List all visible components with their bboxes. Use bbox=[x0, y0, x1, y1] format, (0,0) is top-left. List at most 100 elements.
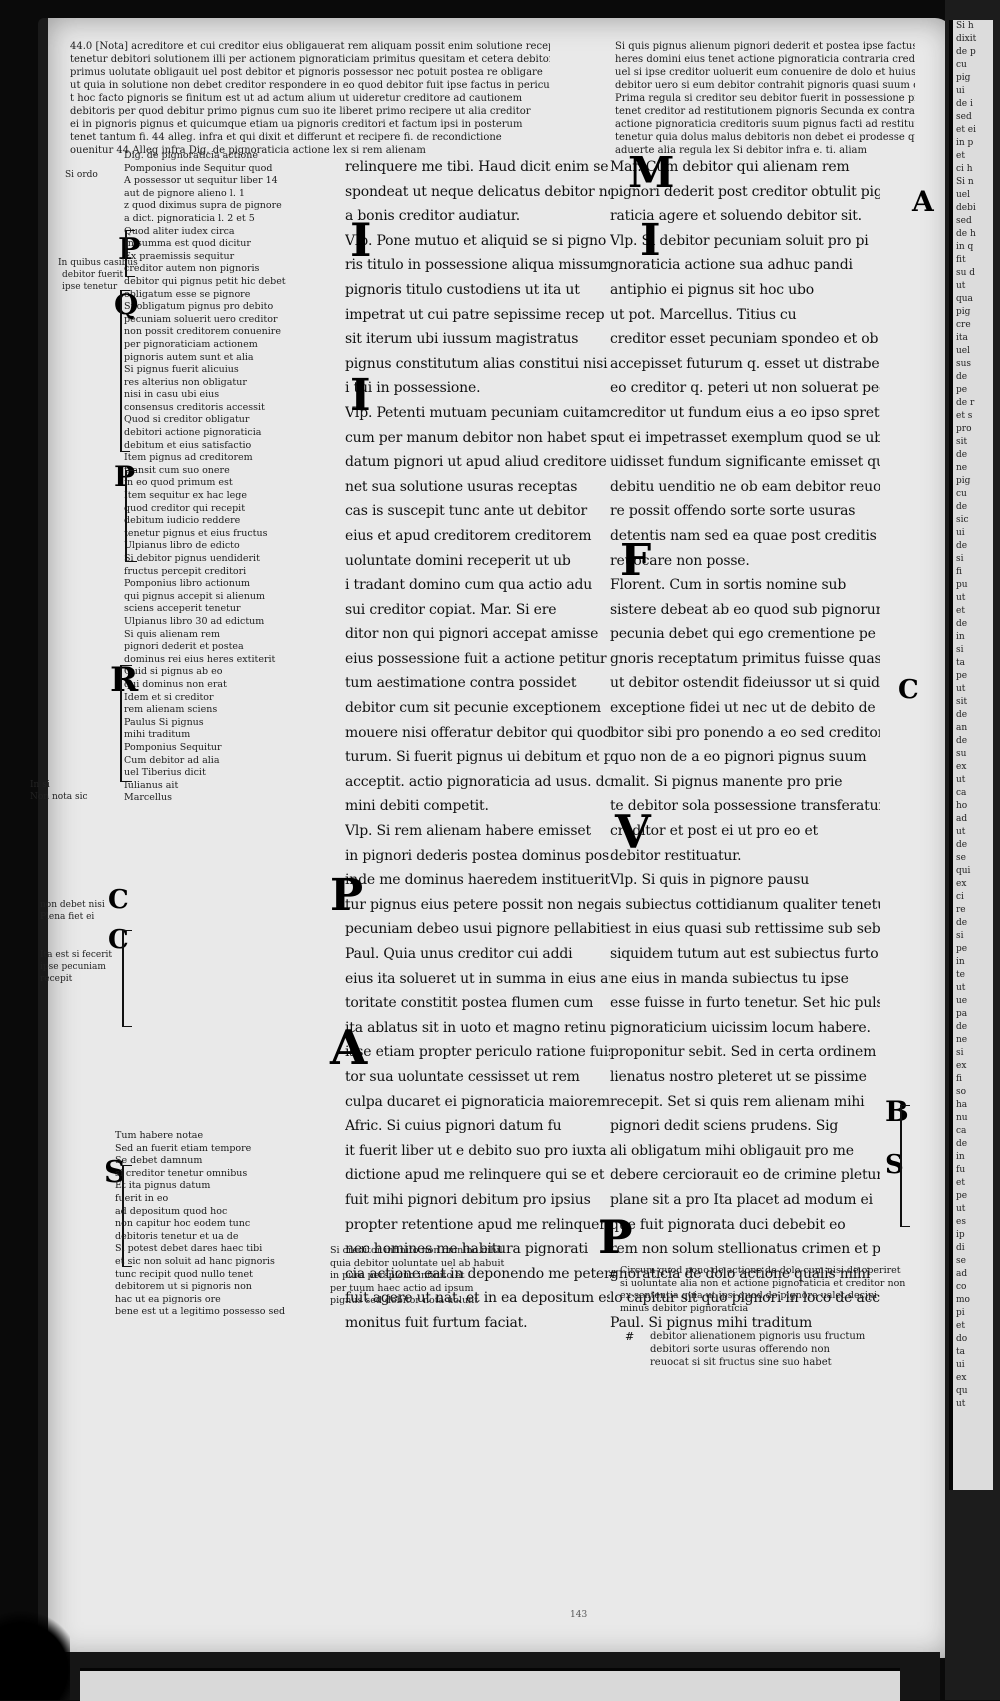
text-line: ita ablatus sit in uoto et magno retinu bbox=[345, 1019, 607, 1036]
margin-gloss-line: Dig. de pignoraticia actione bbox=[124, 150, 258, 161]
sliver-line: sic bbox=[956, 515, 969, 525]
bottom-page-edge bbox=[60, 1652, 940, 1701]
sliver-line: cu bbox=[956, 60, 967, 70]
gloss-line: uel si ipse creditor uoluerit eum conuen… bbox=[615, 67, 915, 78]
gloss-line: Prima regula si creditor seu debitor fue… bbox=[615, 93, 915, 104]
sliver-line: ca bbox=[956, 1126, 967, 1136]
text-line: Paul. Si pignus mihi traditum bbox=[610, 1314, 813, 1331]
gloss-line: non capitur hoc eodem tunc bbox=[115, 1218, 251, 1230]
text-line: ne eius in manda subiectus tu ipse bbox=[610, 970, 849, 987]
text-line: fuit mihi pignori debitum pro ipsius bbox=[345, 1191, 591, 1208]
text-line: esse fuisse in furto tenetur. Set hic pu… bbox=[610, 995, 880, 1012]
text-line: pecuniam debeo usui pignore pellabitis. bbox=[345, 921, 610, 938]
far-left-note: Si ordo bbox=[65, 170, 98, 180]
text-line: tum aestimatione contra possidet bbox=[345, 675, 577, 692]
text-line: accepisset futurum q. esset ut distraber… bbox=[610, 355, 880, 372]
text-line: debitor restituatur. bbox=[610, 847, 742, 864]
margin-gloss-line: nisi in casu ubi eius bbox=[124, 389, 220, 401]
sliver-line: qua bbox=[956, 294, 973, 304]
text-line: que fuit pignorata duci debebit eo bbox=[610, 1216, 846, 1233]
text-line: cas is suscepit tunc ante ut debitor bbox=[345, 503, 587, 520]
sliver-line: ta bbox=[956, 1347, 965, 1357]
sliver-line: cre bbox=[956, 320, 971, 330]
text-line: recepit. Set si quis rem alienam mihi bbox=[610, 1093, 865, 1110]
initial-right-3: S bbox=[885, 1150, 904, 1180]
text-line: impetrat ut cui patre sepissime recep bbox=[345, 306, 605, 323]
far-left-note: Ita est si fecerit bbox=[40, 950, 112, 960]
margin-gloss-line: a dict. pignoraticia l. 2 et 5 bbox=[124, 212, 255, 224]
margin-gloss-line: Quod si creditor obligatur bbox=[124, 414, 250, 426]
gloss-line: debitori sorte usuras offerendo non bbox=[650, 1344, 830, 1355]
margin-gloss-line: Iulianus ait bbox=[124, 779, 179, 791]
text-line: eius ita solueret ut in summa in eius au… bbox=[345, 970, 610, 987]
sliver-line: et bbox=[956, 606, 965, 616]
gloss-line: minus debitor pignoraticia bbox=[620, 1302, 749, 1314]
gloss-line: tunc recipit quod nullo tenet bbox=[115, 1268, 253, 1280]
text-line: net sua solutione usuras receptas bbox=[345, 478, 578, 495]
sliver-line: ip bbox=[956, 1230, 965, 1240]
text-line: Vlp. Si quis in pignore pausu bbox=[610, 872, 810, 889]
sliver-line: et bbox=[956, 1178, 965, 1188]
initial-margin-4: R bbox=[110, 660, 139, 700]
margin-gloss-line: Pomponius Sequitur bbox=[124, 741, 222, 753]
text-line: Vlp. Si debitor pecuniam soluit pro pi bbox=[610, 232, 869, 249]
sliver-line: fit bbox=[956, 255, 966, 265]
initial-col-a-2: I bbox=[350, 370, 371, 421]
sliver-line: et bbox=[956, 1321, 965, 1331]
sliver-line: de i bbox=[956, 99, 973, 109]
sliver-line: ex bbox=[956, 879, 967, 889]
text-line: is subiectus cottidianum qualiter tenetu… bbox=[610, 896, 880, 913]
sliver-line: fi bbox=[956, 1074, 963, 1084]
margin-gloss-line: In summa est quod dicitur bbox=[124, 238, 251, 250]
gloss-line: Tum habere notae bbox=[115, 1130, 204, 1141]
gloss-line: ut quia in solutione non debet creditor … bbox=[70, 80, 550, 91]
gloss-line: ad depositum quod hoc bbox=[115, 1205, 228, 1217]
margin-gloss-line: mihi traditum bbox=[124, 729, 191, 741]
margin-gloss-line: Ulpianus libro de edicto bbox=[124, 540, 240, 552]
margin-gloss-line: Si debitor pignus uendiderit bbox=[124, 553, 260, 564]
margin-gloss-line: aut de pignore alieno l. 1 bbox=[124, 187, 245, 199]
initial-col-b-4: V bbox=[615, 805, 651, 859]
text-line: detentis nam sed ea quae post creditis bbox=[610, 527, 877, 544]
text-line: monitus fuit furtum faciat. bbox=[345, 1314, 528, 1331]
page-number: 143 bbox=[570, 1610, 588, 1620]
gloss-line: Si quis pignus alienum pignori dederit e… bbox=[615, 41, 915, 52]
sliver-line: de p bbox=[956, 47, 976, 57]
initial-margin-2: Q bbox=[114, 288, 139, 321]
sliver-line: ex bbox=[956, 762, 967, 772]
sliver-line: sed bbox=[956, 112, 972, 122]
sliver-line: ut bbox=[956, 1399, 966, 1409]
sliver-line: ui bbox=[956, 1360, 965, 1370]
bottom-page-edge-inner bbox=[80, 1668, 900, 1701]
margin-gloss-line: Ulpianus libro 30 ad edictum bbox=[124, 615, 265, 627]
sliver-line: ut bbox=[956, 684, 966, 694]
sliver-line: ex bbox=[956, 1373, 967, 1383]
text-line: ris titulo in possessione aliqua missum bbox=[345, 257, 610, 274]
text-line: uidisset fundum significante emisset quo bbox=[610, 454, 880, 471]
margin-gloss-line: uel Tiberius dicit bbox=[124, 767, 206, 779]
text-line: Paul. Quia unus creditor cui addi bbox=[345, 946, 573, 962]
gloss-line: et sic non soluit ad hanc pignoris bbox=[115, 1255, 275, 1267]
sliver-line: sit bbox=[956, 437, 968, 447]
sliver-line: ut bbox=[956, 593, 966, 603]
margin-gloss-line: A possessor ut sequitur liber 14 bbox=[124, 175, 278, 187]
sliver-line: de bbox=[956, 710, 968, 720]
text-line: i tui in possessione. bbox=[345, 380, 481, 397]
sliver-line: se bbox=[956, 853, 966, 863]
sliver-line: es bbox=[956, 1217, 966, 1227]
gloss-line: ei in pignoris pignus et quicumque etiam… bbox=[70, 119, 523, 130]
sliver-line: pi bbox=[956, 1308, 965, 1318]
sliver-line: se bbox=[956, 1256, 966, 1266]
margin-gloss-line: Item sequitur ex hac lege bbox=[124, 490, 247, 502]
text-line: raticia agere et soluendo debitor sit. bbox=[610, 208, 862, 225]
sliver-line: pe bbox=[956, 385, 968, 395]
margin-gloss-line: Quod aliter iudex circa bbox=[124, 225, 235, 237]
gloss-line: debitor uero si eum debitor contrahit pi… bbox=[615, 80, 915, 91]
sliver-line: dixit bbox=[956, 34, 977, 44]
text-line: est in eius quasi sub rettissime sub seb… bbox=[610, 921, 880, 938]
sliver-line: do bbox=[956, 1334, 968, 1344]
gloss-line: per tuum haec actio ad ipsum bbox=[330, 1282, 474, 1294]
sliver-line: ut bbox=[956, 281, 966, 291]
